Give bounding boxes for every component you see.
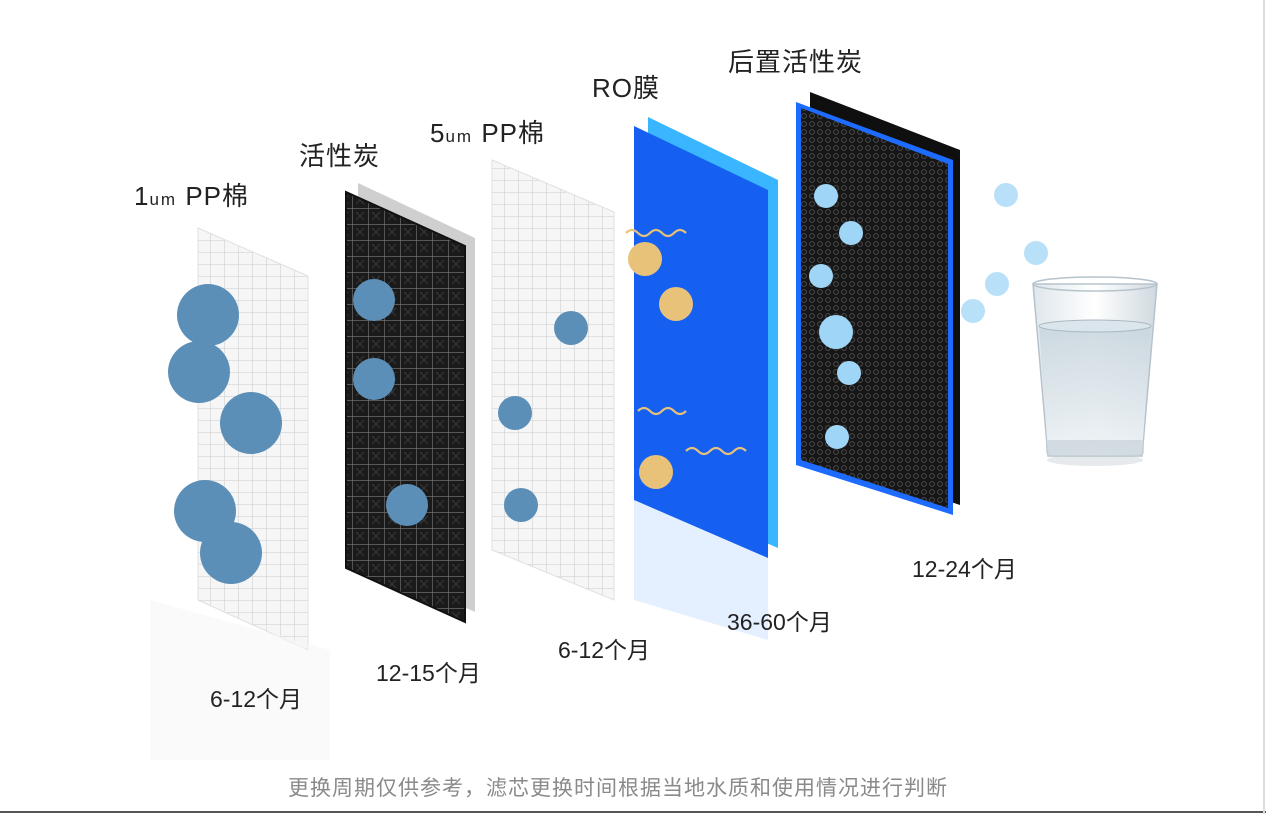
stage-5-post-carbon-filter — [796, 92, 960, 515]
stage-4-ro-membrane — [634, 117, 778, 640]
water-glass-icon — [1032, 276, 1158, 466]
stage-3-label: 5um PP棉 — [430, 118, 546, 148]
stage-4-label: RO膜 — [592, 73, 661, 103]
stage-4-period: 36-60个月 — [727, 609, 832, 635]
stage-2-carbon-filter — [345, 183, 475, 624]
stage-2-period: 12-15个月 — [376, 660, 481, 686]
stage-3-period: 6-12个月 — [558, 637, 651, 663]
footer-note: 更换周期仅供参考，滤芯更换时间根据当地水质和使用情况进行判断 — [288, 777, 948, 800]
stage-5-period: 12-24个月 — [912, 556, 1017, 582]
stage-2-particles — [353, 279, 428, 526]
stage-2-label: 活性炭 — [299, 141, 381, 171]
stage-4-impurities — [628, 242, 693, 489]
stage-1-period: 6-12个月 — [210, 686, 303, 712]
stage-5-particles — [809, 184, 863, 449]
stage-3-particles — [498, 311, 588, 522]
water-droplet-icon — [961, 183, 1048, 323]
wave-icon — [625, 228, 747, 456]
stage-1-particles — [168, 284, 282, 584]
stage-5-label: 后置活性炭 — [728, 47, 864, 77]
stage-3-pp-filter — [491, 159, 615, 601]
stage-1-label: 1um PP棉 — [134, 181, 250, 211]
